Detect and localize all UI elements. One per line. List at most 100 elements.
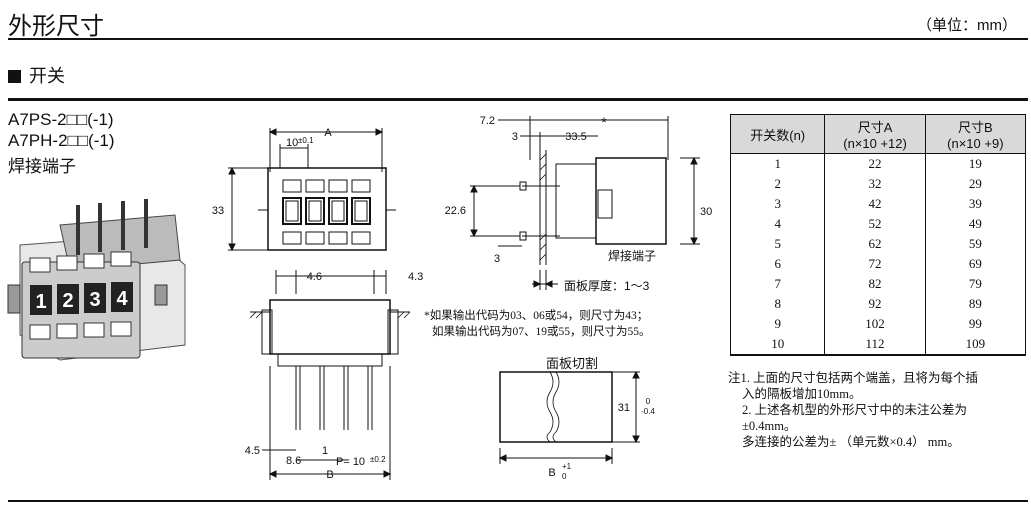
table-cell: 2 (729, 174, 826, 194)
table-cell: 22 (824, 153, 926, 174)
section-heading: 开关 (8, 62, 65, 88)
cutout-title: 面板切割 (546, 356, 598, 371)
notes: 注1. 上面的尺寸包括两个端盖，且将为每个插 入的隔板增加10mm。 2. 上述… (728, 370, 1028, 450)
solder-terminal-label: 焊接端子 (608, 248, 656, 263)
table-cell: 79 (924, 274, 1027, 294)
side-view (470, 116, 700, 290)
note-1b: 入的隔板增加10mm。 (742, 387, 862, 401)
key-digit-3: 3 (89, 289, 100, 311)
table-cell: 9 (729, 314, 826, 334)
table-cell: 19 (924, 153, 1027, 174)
front-view (228, 128, 396, 252)
bottom-dim-4-5: 4.5 (245, 445, 260, 457)
table-cell: 10 (729, 334, 826, 356)
bottom-pitch: P= 10 (336, 456, 365, 468)
table-cell: 72 (824, 254, 926, 274)
table-cell: 32 (824, 174, 926, 194)
side-dim-3-bot: 3 (494, 253, 500, 265)
key-digit-4: 4 (116, 288, 128, 310)
note-1a: 注1. 上面的尺寸包括两个端盖，且将为每个插 (728, 371, 979, 385)
model-a7ps: A7PS-2□□(-1) (8, 110, 114, 129)
front-dim-33: 33 (212, 205, 224, 217)
bottom-dim-8-6: 8.6 (286, 455, 301, 467)
cutout-dim-31: 31 (618, 402, 630, 414)
cutout-tol-sup: 0 (646, 397, 651, 406)
table-cell: 42 (824, 194, 926, 214)
table-cell: 89 (924, 294, 1027, 314)
front-tol-01: ±0.1 (298, 136, 314, 145)
footnote-line-2: 如果输出代码为07、19或55，则尺寸为55。 (432, 326, 651, 338)
side-dim-30: 30 (700, 206, 712, 218)
title-rule (8, 38, 1028, 40)
side-dim-star: * (601, 114, 607, 130)
panel-cutout (498, 370, 640, 464)
bottom-dim-b: B (326, 469, 333, 481)
cutout-b-sup: +1 (562, 462, 572, 471)
bottom-pitch-tol: ±0.2 (370, 455, 386, 464)
footnote-line-1: *如果输出代码为03、06或54，则尺寸为43； (424, 310, 649, 322)
side-dim-33-5: 33.5 (565, 131, 586, 143)
table-cell: 4 (729, 214, 826, 234)
front-dim-a: A (324, 127, 332, 139)
bottom-dim-4-3: 4.3 (408, 271, 423, 283)
table-cell: 39 (924, 194, 1027, 214)
table-cell: 102 (824, 314, 926, 334)
key-digit-1: 1 (35, 291, 46, 313)
table-cell: 62 (824, 234, 926, 254)
table-cell: 82 (824, 274, 926, 294)
table-cell: 59 (924, 234, 1027, 254)
section-rule (8, 98, 1028, 101)
section-label: 开关 (29, 66, 65, 86)
col-dim-a-formula: (n×10 +12) (843, 136, 907, 151)
bottom-view (250, 270, 410, 480)
note-2a: 2. 上述各机型的外形尺寸中的未注公差为 (742, 403, 968, 417)
table-cell: 99 (924, 314, 1027, 334)
table-cell: 69 (924, 254, 1027, 274)
bottom-rule (8, 500, 1028, 502)
table-cell: 3 (729, 194, 826, 214)
table-cell: 52 (824, 214, 926, 234)
table-cell: 7 (729, 274, 826, 294)
side-dim-22-6: 22.6 (445, 205, 466, 217)
panel-hatch (539, 153, 547, 261)
table-header-row: 开关数(n) 尺寸A(n×10 +12) 尺寸B(n×10 +9) (729, 114, 1027, 154)
table-cell: 112 (824, 334, 926, 356)
square-bullet-icon (8, 70, 21, 83)
bottom-hatch (249, 311, 411, 319)
col-dim-a-title: 尺寸A (857, 120, 893, 135)
col-dim-b-title: 尺寸B (958, 120, 993, 135)
table-cell: 1 (729, 153, 826, 174)
table-cell: 49 (924, 214, 1027, 234)
cutout-tol-sub: -0.4 (641, 407, 655, 416)
col-dim-b: 尺寸B(n×10 +9) (924, 114, 1027, 154)
table-cell: 5 (729, 234, 826, 254)
panel-thickness-label: 面板厚度：1～3 (564, 278, 650, 293)
side-dim-3-top: 3 (512, 131, 518, 143)
product-illustration: 1 2 3 4 (7, 199, 186, 361)
cutout-b-sub: 0 (562, 472, 567, 481)
output-code-footnote: *如果输出代码为03、06或54，则尺寸为43； 如果输出代码为07、19或55… (424, 308, 651, 340)
col-switch-count: 开关数(n) (729, 114, 826, 154)
table-cell: 8 (729, 294, 826, 314)
side-dim-7-2: 7.2 (480, 115, 495, 127)
col-dim-b-formula: (n×10 +9) (947, 136, 1004, 151)
model-terminal: 焊接端子 (8, 157, 76, 176)
table-cell: 92 (824, 294, 926, 314)
key-digit-2: 2 (62, 290, 73, 312)
table-cell: 29 (924, 174, 1027, 194)
page-title: 外形尺寸 (8, 13, 104, 40)
unit-label: （单位：mm） (917, 17, 1017, 34)
note-2b: ±0.4mm。 (742, 419, 797, 433)
bottom-dim-1: 1 (322, 445, 328, 457)
cutout-dim-b: B (548, 467, 555, 479)
model-a7ph: A7PH-2□□(-1) (8, 131, 115, 150)
